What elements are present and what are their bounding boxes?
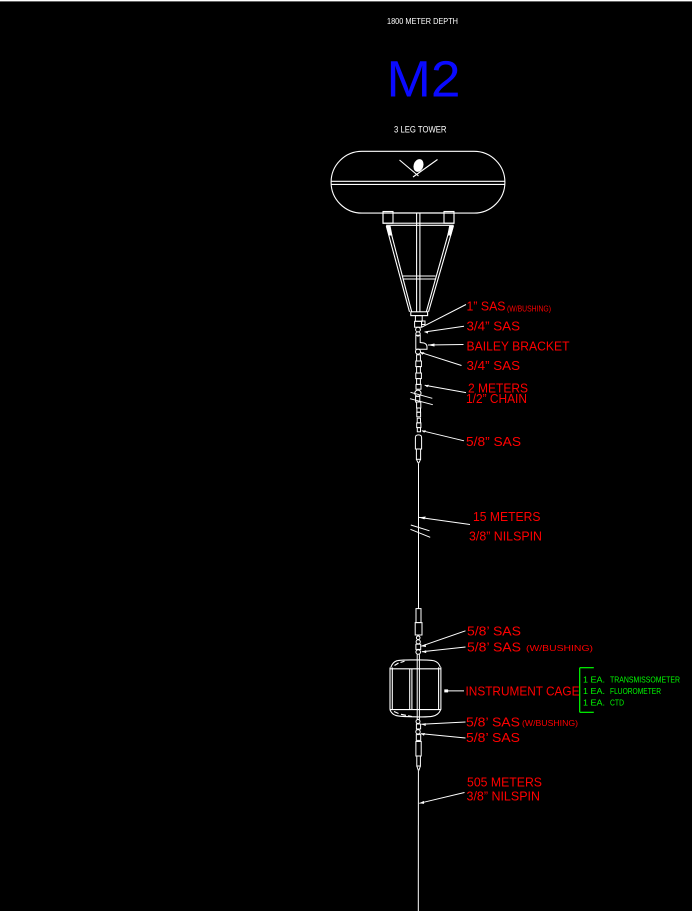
svg-text:3/4” SAS: 3/4” SAS [467, 319, 521, 334]
svg-text:5/8” SAS: 5/8” SAS [466, 434, 521, 449]
svg-text:M2: M2 [387, 51, 461, 108]
svg-text:1 EA.: 1 EA. [583, 698, 605, 708]
svg-text:1/2” CHAIN: 1/2” CHAIN [466, 391, 527, 406]
svg-text:1” SAS: 1” SAS [467, 299, 506, 314]
svg-text:1 EA.: 1 EA. [583, 686, 605, 696]
svg-text:(W/BUSHING): (W/BUSHING) [507, 304, 551, 314]
svg-text:5/8’ SAS: 5/8’ SAS [466, 715, 520, 730]
svg-text:TRANSMISSOMETER: TRANSMISSOMETER [610, 675, 680, 685]
svg-text:3/8” NILSPIN: 3/8” NILSPIN [467, 789, 541, 804]
svg-text:INSTRUMENT CAGE: INSTRUMENT CAGE [466, 684, 580, 699]
svg-text:1800 METER DEPTH: 1800 METER DEPTH [387, 16, 458, 26]
svg-text:1 EA.: 1 EA. [583, 675, 605, 685]
svg-text:15 METERS: 15 METERS [473, 509, 541, 524]
svg-text:5/8’ SAS: 5/8’ SAS [467, 624, 521, 639]
svg-text:3 LEG TOWER: 3 LEG TOWER [394, 125, 447, 135]
svg-text:CTD: CTD [610, 698, 624, 708]
svg-text:505 METERS: 505 METERS [467, 775, 542, 790]
svg-text:(W/BUSHING): (W/BUSHING) [526, 643, 593, 653]
svg-text:BAILEY BRACKET: BAILEY BRACKET [467, 339, 570, 354]
svg-text:2 METERS: 2 METERS [468, 381, 528, 396]
svg-text:(W/BUSHING): (W/BUSHING) [522, 718, 578, 728]
svg-text:3/8” NILSPIN: 3/8” NILSPIN [469, 529, 542, 544]
svg-text:3/4” SAS: 3/4” SAS [467, 358, 521, 373]
svg-text:5/8’ SAS: 5/8’ SAS [467, 640, 521, 655]
svg-text:5/8’ SAS: 5/8’ SAS [466, 730, 520, 745]
svg-text:FLUOROMETER: FLUOROMETER [610, 686, 661, 696]
